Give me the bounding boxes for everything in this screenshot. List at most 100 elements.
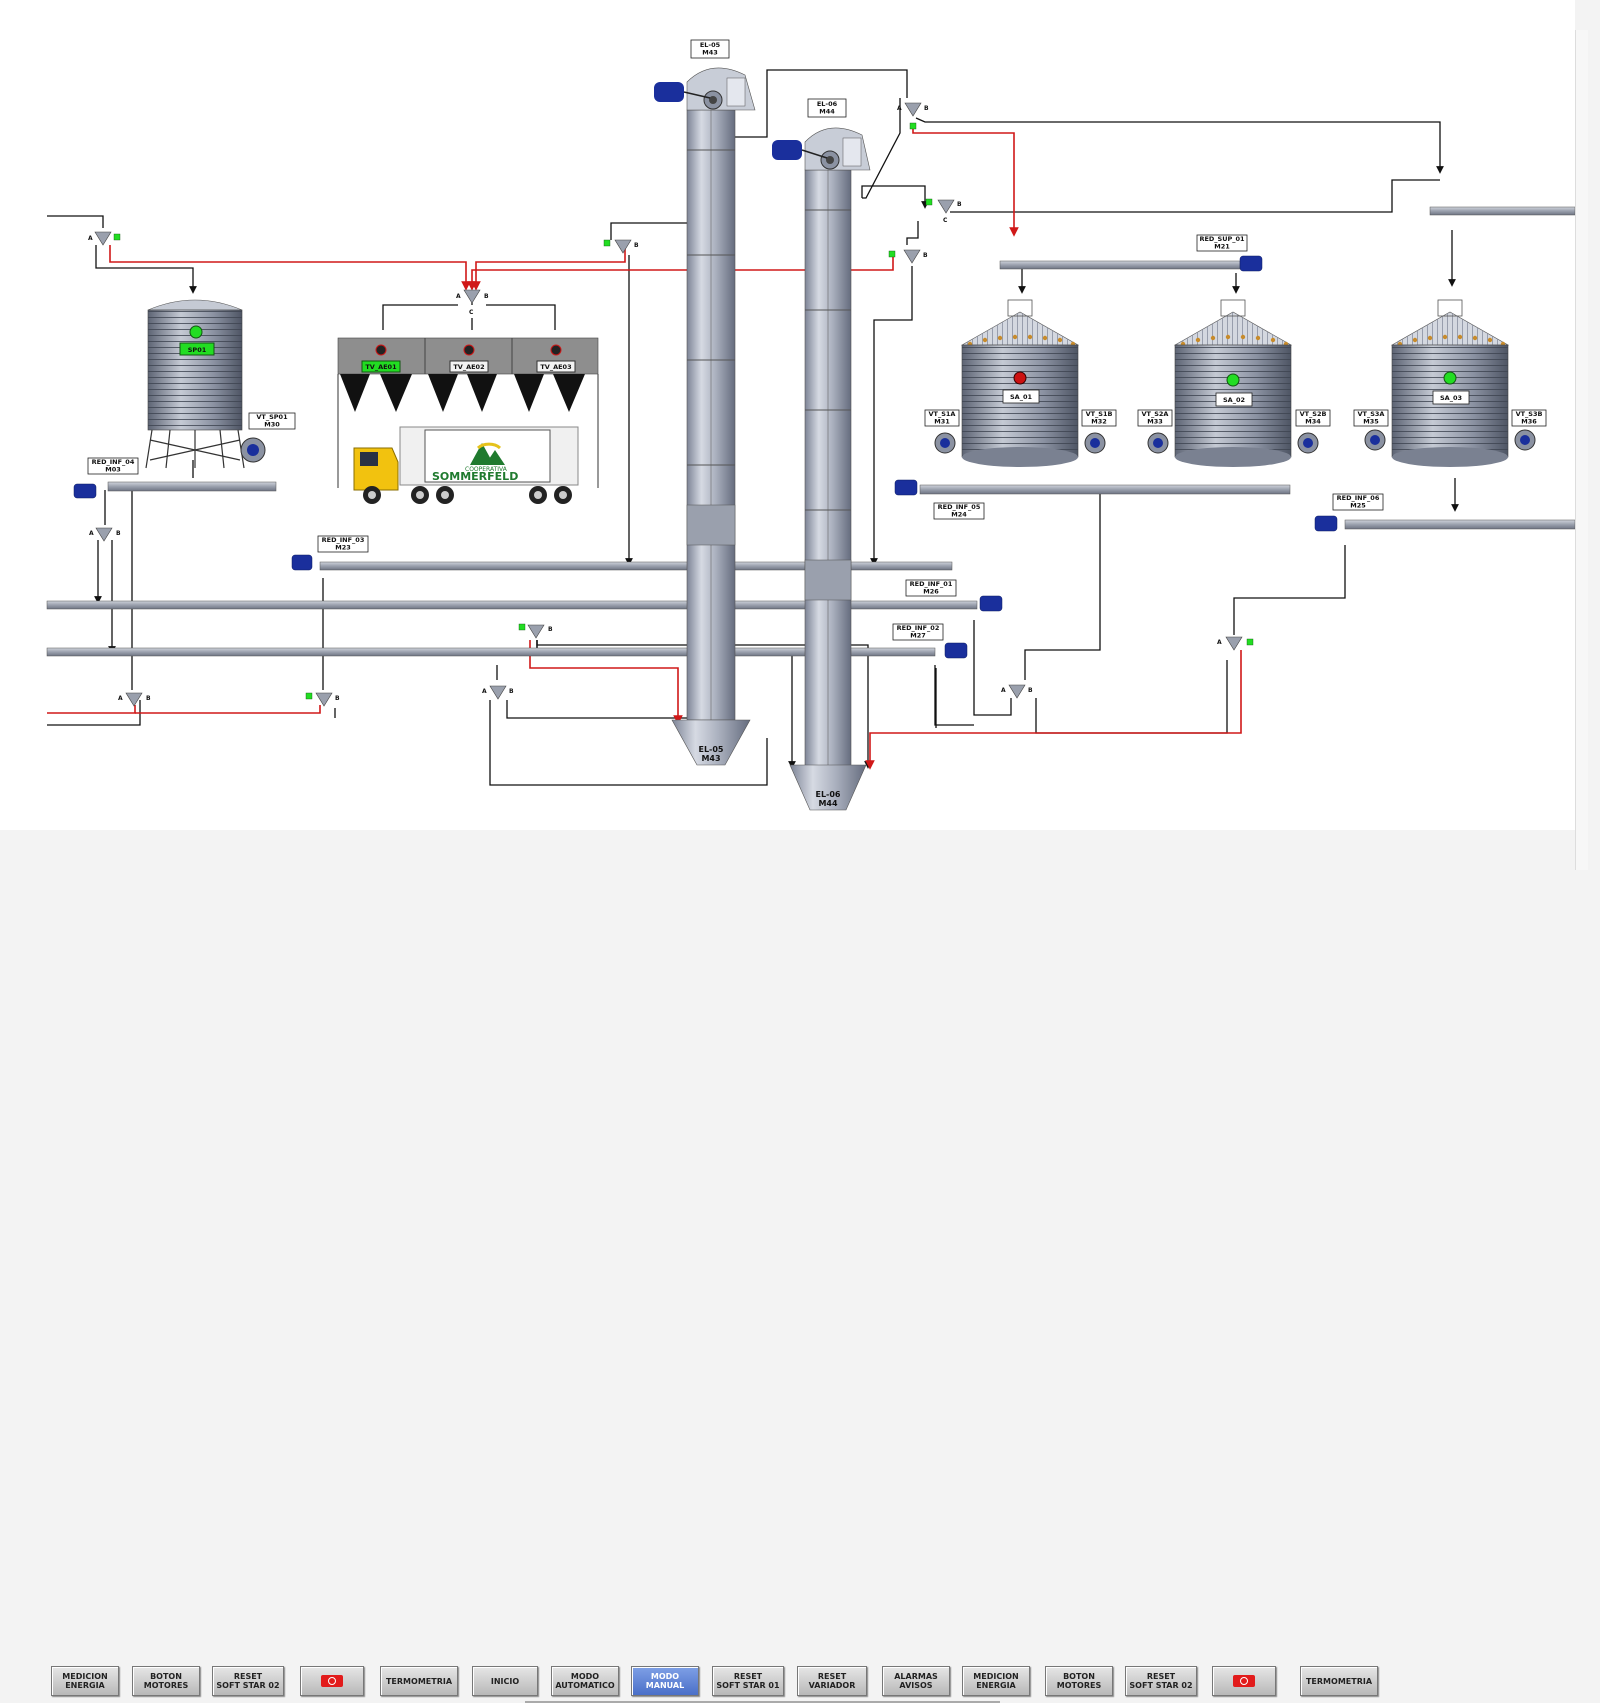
diverter-valve-icon[interactable] — [904, 102, 922, 117]
valve-port-b: B — [484, 293, 489, 300]
truck-bin-3-label: TV_AE03 — [540, 363, 571, 371]
valve-port-a: A — [88, 235, 93, 242]
diverter-valve-icon[interactable] — [1008, 684, 1026, 699]
termometria-button[interactable]: TERMOMETRIA — [380, 1666, 458, 1696]
valve-port-b: B — [146, 695, 151, 702]
diverter-valve-icon[interactable] — [903, 249, 921, 264]
silo-sp01[interactable]: SP01 — [145, 299, 266, 469]
alarmas-avisos-button[interactable]: ALARMAS AVISOS — [882, 1666, 950, 1696]
diverter-valve-icon[interactable] — [527, 624, 545, 639]
sa01-status-light — [1013, 371, 1027, 385]
reset-variador-button[interactable]: RESET VARIADOR — [797, 1666, 867, 1696]
sa02-label: SA_02 — [1223, 396, 1245, 404]
motor-icon[interactable] — [1314, 515, 1338, 532]
diverter-valve-icon[interactable] — [1225, 636, 1243, 651]
boton-motores-button-2[interactable]: BOTON MOTORES — [1045, 1666, 1113, 1696]
motor-icon[interactable] — [654, 82, 684, 102]
conveyors — [46, 206, 1576, 657]
valve-port-a: A — [456, 293, 461, 300]
valve-port-a: A — [482, 688, 487, 695]
valve-port-a: A — [118, 695, 123, 702]
valve-port-a: A — [1001, 687, 1006, 694]
truck-logo-line1: COOPERATIVA — [465, 466, 508, 473]
motor-icon[interactable] — [772, 140, 802, 160]
elevator-el06[interactable] — [772, 127, 871, 811]
valve-port-a: A — [89, 530, 94, 537]
reset-soft-star-01-button[interactable]: RESET SOFT STAR 01 — [712, 1666, 784, 1696]
boton-motores-button[interactable]: BOTON MOTORES — [132, 1666, 200, 1696]
medicion-energia-button-2[interactable]: MEDICION ENERGIA — [962, 1666, 1030, 1696]
valve-port-b: B — [548, 626, 553, 633]
valve-port-a: A — [897, 105, 902, 112]
diverter-valve-icon[interactable] — [489, 685, 507, 700]
diverter-valve-icon[interactable] — [937, 199, 955, 214]
motors — [73, 255, 1338, 659]
valve-port-b: B — [116, 530, 121, 537]
power-icon — [321, 1675, 343, 1687]
elevator-el05[interactable] — [654, 67, 756, 766]
termometria-button-2[interactable]: TERMOMETRIA — [1300, 1666, 1378, 1696]
valve-port-c: C — [943, 217, 948, 224]
valve-port-b: B — [509, 688, 514, 695]
valve-port-b: B — [634, 242, 639, 249]
power-button[interactable] — [300, 1666, 364, 1696]
valve-port-b: B — [335, 695, 340, 702]
truck-bin-2-label: TV_AE02 — [453, 363, 484, 371]
reset-soft-star-02-button-2[interactable]: RESET SOFT STAR 02 — [1125, 1666, 1197, 1696]
valve-port-a: A — [1217, 639, 1222, 646]
power-button-2[interactable] — [1212, 1666, 1276, 1696]
inicio-button[interactable]: INICIO — [472, 1666, 538, 1696]
sp01-label: SP01 — [188, 346, 207, 354]
diverter-valve-icon[interactable] — [463, 289, 481, 304]
conveyor-red-inf-06 — [1344, 519, 1576, 530]
modo-automatico-button[interactable]: MODO AUTOMATICO — [551, 1666, 619, 1696]
conveyor-red-inf-05 — [919, 484, 1291, 495]
valve-port-b: B — [1028, 687, 1033, 694]
medicion-energia-button[interactable]: MEDICION ENERGIA — [51, 1666, 119, 1696]
motor-icon[interactable] — [944, 642, 968, 659]
sa02-status-light — [1226, 373, 1240, 387]
diverter-valve-icon[interactable] — [94, 231, 112, 246]
sa03-status-light — [1443, 371, 1457, 385]
modo-manual-button[interactable]: MODO MANUAL — [631, 1666, 699, 1696]
motor-icon[interactable] — [73, 483, 97, 499]
diverter-valve-icon[interactable] — [95, 527, 113, 542]
truck-logo-line2: SOMMERFELD — [432, 470, 518, 483]
diverter-valves — [94, 102, 1243, 707]
flow-lines — [47, 69, 1459, 786]
bottom-toolbar: MEDICION ENERGIA BOTON MOTORES RESET SOF… — [0, 830, 1600, 1703]
motor-icon[interactable] — [291, 554, 313, 571]
motor-icon[interactable] — [1239, 255, 1263, 272]
conveyor-red-sup-01 — [999, 260, 1241, 270]
valve-port-b: B — [923, 252, 928, 259]
conveyor-red-inf-02 — [46, 647, 936, 657]
diverter-valve-icon[interactable] — [315, 692, 333, 707]
power-icon — [1233, 1675, 1255, 1687]
diverter-valve-icon[interactable] — [125, 692, 143, 707]
side-panel-handle[interactable] — [1575, 30, 1588, 870]
diverter-valve-icon[interactable] — [614, 239, 632, 254]
sa01-label: SA_01 — [1010, 393, 1032, 401]
reset-soft-star-02-button[interactable]: RESET SOFT STAR 02 — [212, 1666, 284, 1696]
active-flow-lines — [47, 124, 1242, 770]
motor-icon[interactable] — [894, 479, 918, 496]
valve-port-labels: A A B A B B A B C B B A B A B B C B A B … — [88, 105, 1222, 702]
conveyor-red-inf-04 — [107, 481, 277, 492]
motor-icon[interactable] — [979, 595, 1003, 612]
